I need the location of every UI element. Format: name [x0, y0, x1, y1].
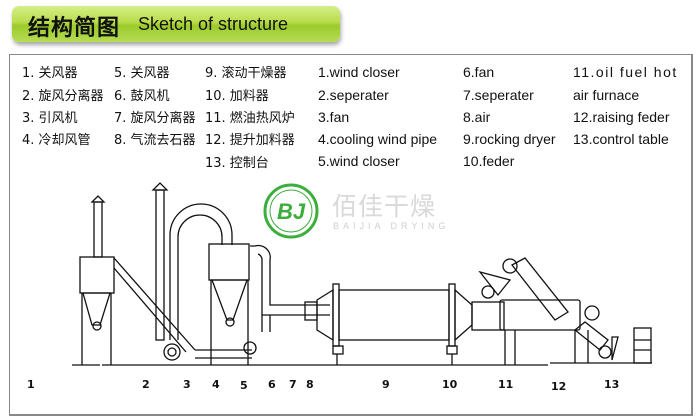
- legend-en-item: 6.fan: [463, 64, 495, 80]
- feeder-and-furnace: [471, 257, 619, 365]
- component-label: 12: [551, 380, 567, 393]
- component-label: 9: [382, 378, 390, 391]
- legend-cn-item: 13. 控制台: [205, 156, 269, 171]
- arch-pipe: [169, 203, 233, 340]
- component-label: 2: [142, 378, 150, 391]
- legend-en-item: 5.wind closer: [318, 153, 400, 169]
- component-label: 1: [27, 378, 35, 391]
- legend-cn-item: 3. 引风机: [22, 111, 78, 126]
- title-cn: 结构简图: [28, 16, 121, 41]
- component-label: 5: [240, 379, 248, 392]
- legend-en-item: 9.rocking dryer: [463, 131, 556, 147]
- component-label: 10: [442, 378, 458, 391]
- cyclone-separator-7: [208, 243, 257, 365]
- control-table: [633, 327, 652, 364]
- legend-en-item: 1.wind closer: [318, 64, 400, 80]
- component-label: 6: [268, 378, 276, 391]
- component-label: 3: [183, 378, 191, 391]
- component-label: 4: [212, 378, 220, 391]
- legend-cn-item: 7. 旋风分离器: [114, 111, 196, 126]
- title-en: Sketch of structure: [138, 14, 289, 34]
- legend-en-item: 10.feder: [463, 153, 515, 169]
- legend-cn-item: 9. 滚动干燥器: [205, 66, 287, 81]
- legend-en-item: 12.raising feder: [573, 109, 670, 125]
- legend-en-item: 3.fan: [318, 109, 350, 125]
- legend-en-item: 4.cooling wind pipe: [318, 131, 438, 147]
- legend-cn-item: 2. 旋风分离器: [22, 89, 104, 104]
- legend-cn-item: 1. 关风器: [22, 66, 78, 81]
- brand-name-cn: 佰佳干燥: [332, 192, 437, 221]
- component-label: 13: [604, 378, 620, 391]
- legend-cn-item: 12. 提升加料器: [205, 133, 295, 148]
- conveyor-pipe: [113, 257, 252, 359]
- rotary-dryer: [304, 283, 473, 365]
- cyclone-separator-1: [79, 195, 115, 365]
- legend-en-item: 8.air: [463, 109, 491, 125]
- baijia-logo-icon: BJ: [263, 183, 319, 239]
- legend-en-item: 11.oil fuel hot: [573, 64, 678, 80]
- legend-cn-item: 6. 鼓风机: [114, 89, 170, 104]
- legend-cn-item: 10. 加料器: [205, 89, 269, 104]
- legend-en-item: 2.seperater: [318, 87, 389, 103]
- legend-cn-item: 11. 燃油热风炉: [205, 111, 295, 126]
- fan-3: [163, 343, 181, 361]
- ground-line: [72, 362, 652, 366]
- logo-text: BJ: [277, 199, 306, 224]
- legend-en-item: 7.seperater: [463, 87, 534, 103]
- legend-en-item: 13.control table: [573, 131, 669, 147]
- component-label: 8: [306, 378, 314, 391]
- header-banner: 结构简图 Sketch of structure: [12, 6, 340, 42]
- legend-en-item: air furnace: [573, 87, 640, 103]
- chimney: [151, 182, 169, 341]
- legend-cn-item: 5. 关风器: [114, 66, 170, 81]
- legend-cn-item: 8. 气流去石器: [114, 133, 196, 148]
- component-label: 7: [289, 378, 297, 391]
- diagram-frame: [9, 54, 693, 416]
- component-label: 11: [498, 378, 514, 391]
- brand-name-en: BAIJIA DRYING: [333, 221, 450, 231]
- air-pipe: [250, 244, 330, 332]
- legend-cn-item: 4. 冷却风管: [22, 133, 91, 148]
